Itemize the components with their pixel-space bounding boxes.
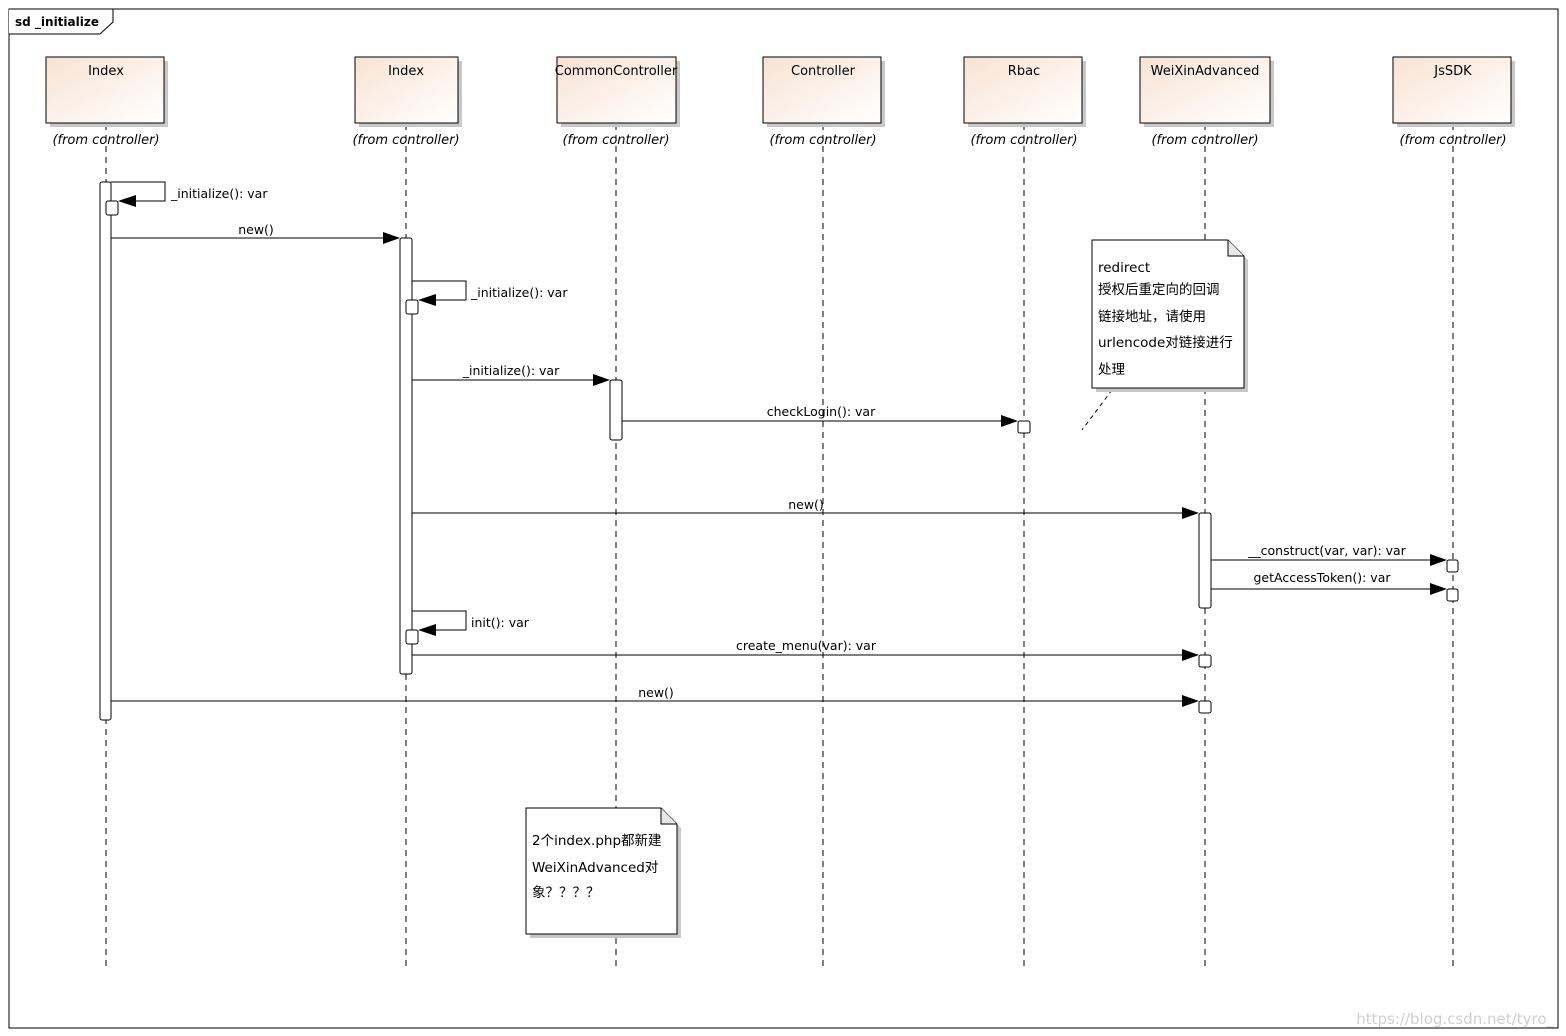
- message-m8[interactable]: getAccessToken(): var: [1211, 570, 1447, 595]
- message-label: __construct(var, var): var: [1247, 543, 1407, 558]
- note-line: 2个index.php都新建: [532, 833, 662, 849]
- activation-weixin-3: [1198, 700, 1212, 714]
- note-line: 授权后重定向的回调: [1098, 281, 1220, 298]
- activation-index2-self-1: [405, 299, 419, 315]
- activation-jssdk-2: [1446, 588, 1459, 602]
- watermark: https://blog.csdn.net/tyro_: [1356, 1010, 1554, 1029]
- message-m1[interactable]: _initialize(): var: [111, 181, 268, 207]
- message-label: new(): [788, 497, 824, 512]
- message-label: checkLogin(): var: [767, 404, 876, 419]
- message-label: new(): [638, 685, 674, 700]
- participant-name: JsSDK: [1433, 64, 1472, 79]
- activation-jssdk-1: [1446, 559, 1459, 573]
- message-m6[interactable]: new(): [412, 497, 1199, 519]
- note-line: 链接地址，请使用: [1098, 308, 1206, 325]
- note-line: redirect: [1098, 260, 1150, 276]
- message-m4[interactable]: _initialize(): var: [412, 363, 610, 386]
- participant-index2[interactable]: Index (from controller): [352, 56, 462, 148]
- activation-index2: [399, 237, 413, 675]
- participant-stereotype: (from controller): [352, 133, 459, 148]
- participant-stereotype: (from controller): [970, 133, 1077, 148]
- note-line: WeiXinAdvanced对: [532, 860, 658, 876]
- message-m9[interactable]: init(): var: [412, 610, 530, 636]
- activation-index1: [99, 181, 112, 721]
- message-m2[interactable]: new(): [111, 222, 400, 244]
- message-label: _initialize(): var: [462, 363, 560, 378]
- activation-common: [609, 379, 623, 441]
- message-label: new(): [238, 222, 274, 237]
- activation-index1-self: [105, 200, 119, 216]
- activation-rbac: [1017, 420, 1031, 434]
- note-line: 象？？？？: [532, 885, 600, 901]
- participant-index1[interactable]: Index (from controller): [45, 56, 168, 148]
- message-label: create_menu(var): var: [736, 638, 877, 653]
- participant-name: Index: [88, 64, 124, 79]
- participant-name: Controller: [791, 64, 856, 79]
- participant-name: Rbac: [1008, 64, 1040, 79]
- participant-common[interactable]: CommonController (from controller): [555, 56, 680, 148]
- participant-stereotype: (from controller): [769, 133, 876, 148]
- note-anchor-line: [1081, 389, 1113, 431]
- message-m10[interactable]: create_menu(var): var: [412, 638, 1199, 661]
- participant-stereotype: (from controller): [562, 133, 669, 148]
- message-m5[interactable]: checkLogin(): var: [622, 404, 1018, 427]
- participant-controller[interactable]: Controller (from controller): [762, 56, 885, 148]
- activation-index2-self-2: [405, 629, 419, 645]
- message-m11[interactable]: new(): [111, 685, 1199, 707]
- message-m7[interactable]: __construct(var, var): var: [1211, 543, 1447, 566]
- participant-weixin[interactable]: WeiXinAdvanced (from controller): [1139, 56, 1274, 148]
- activations: [99, 181, 1459, 721]
- note-redirect[interactable]: redirect 授权后重定向的回调 链接地址，请使用 urlencode对链接…: [1081, 239, 1248, 431]
- note-index[interactable]: 2个index.php都新建 WeiXinAdvanced对 象？？？？: [525, 807, 681, 938]
- message-m3[interactable]: _initialize(): var: [412, 280, 568, 306]
- note-line: urlencode对链接进行: [1098, 334, 1233, 351]
- activation-weixin-2: [1198, 654, 1212, 668]
- participant-stereotype: (from controller): [52, 133, 159, 148]
- frame-title: sd _initialize: [15, 15, 99, 30]
- activation-weixin: [1198, 512, 1212, 609]
- participant-stereotype: (from controller): [1399, 133, 1506, 148]
- participant-stereotype: (from controller): [1151, 133, 1258, 148]
- message-label: getAccessToken(): var: [1253, 570, 1391, 585]
- participant-jssdk[interactable]: JsSDK (from controller): [1392, 56, 1515, 148]
- participant-rbac[interactable]: Rbac (from controller): [963, 56, 1086, 148]
- message-label: init(): var: [471, 615, 530, 630]
- message-label: _initialize(): var: [470, 285, 568, 300]
- note-line: 处理: [1098, 362, 1126, 378]
- participant-name: WeiXinAdvanced: [1151, 64, 1260, 79]
- message-label: _initialize(): var: [170, 186, 268, 201]
- diagram-frame: sd _initialize: [8, 8, 1559, 1029]
- participant-name: Index: [388, 64, 424, 79]
- participant-name: CommonController: [555, 64, 678, 79]
